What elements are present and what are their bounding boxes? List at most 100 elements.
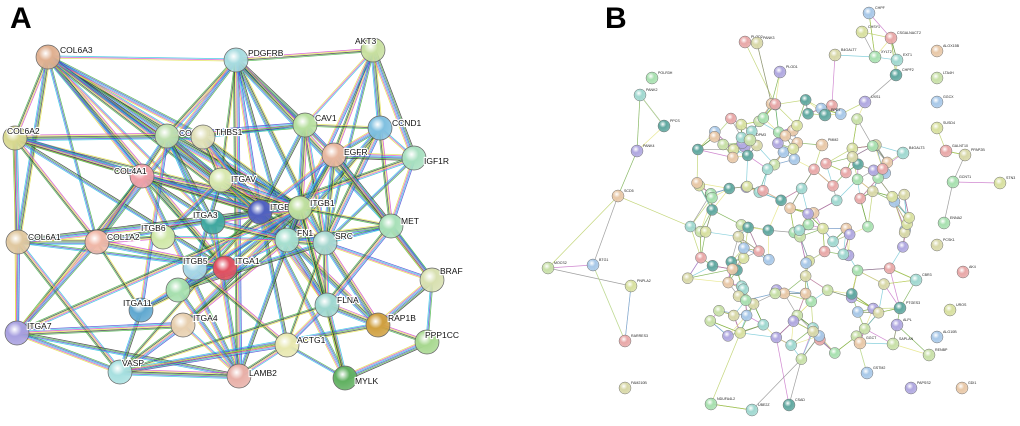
node-egfr[interactable]: EGFR [321,142,369,168]
node[interactable] [684,220,697,233]
node[interactable] [866,140,879,152]
node[interactable] [795,182,808,195]
node[interactable] [788,153,801,166]
node-ccnd1[interactable]: CCND1 [367,115,423,141]
node-dpm3[interactable]: DPM3 [743,133,766,147]
node[interactable] [817,222,829,235]
node-renbp[interactable]: RENBP [922,348,948,362]
node-itga11[interactable]: ITGA11 [122,297,154,323]
node-pank4[interactable]: PANK4 [630,144,655,158]
node-pank2[interactable]: PANK2 [633,88,658,102]
node[interactable] [898,188,910,201]
node[interactable] [725,112,737,125]
node-itga4[interactable]: ITGA4 [170,312,219,338]
node[interactable] [753,245,765,257]
node-col1a2[interactable]: COL1A2 [84,229,141,255]
node[interactable] [851,113,863,125]
node-pmm2[interactable]: PMM2 [815,138,838,152]
node-ppgt[interactable]: PPGT [818,108,842,122]
node[interactable] [830,194,843,207]
node[interactable] [741,180,753,193]
node-col4a1[interactable]: COL4A1 [113,163,155,189]
node-plod1[interactable]: PLOD1 [773,65,798,79]
node-lta4h[interactable]: LTA4H [930,71,954,85]
node-uxs1[interactable]: UXS1 [858,95,880,109]
node[interactable] [726,263,739,275]
node[interactable] [821,284,834,297]
node[interactable] [757,318,770,331]
node-csad[interactable]: CSAD [782,398,805,412]
node-actg1[interactable]: ACTG1 [274,332,327,358]
node[interactable] [704,315,717,327]
node[interactable] [735,118,748,131]
node[interactable] [827,235,839,248]
node[interactable] [851,264,864,277]
node-itgb1[interactable]: ITGB1 [287,195,336,221]
node[interactable] [785,339,797,351]
node[interactable] [737,252,750,264]
node-papss2[interactable]: PAPSS2 [904,381,931,395]
node-itga3[interactable]: ITGA3 [192,209,226,235]
node[interactable] [740,294,752,307]
node-pdgfrb[interactable]: PDGFRB [223,47,285,73]
node[interactable] [779,129,792,142]
node-scd5[interactable]: SCD5 [611,189,634,203]
node-flna[interactable]: FLNA [314,292,360,318]
node[interactable] [727,309,740,322]
node-fam210b[interactable]: FAM210B [618,381,647,395]
node[interactable] [769,98,781,110]
node-vasp[interactable]: VASP [107,357,145,385]
node[interactable] [834,108,847,120]
node-pank3[interactable]: PANK3 [750,36,775,50]
node[interactable] [826,99,838,112]
node-ppap2b[interactable]: PPAP2B [958,148,985,162]
node[interactable] [769,287,781,300]
node-chsy1[interactable]: CHSY1 [855,25,880,39]
node-susd4[interactable]: SUSD4 [930,121,955,135]
node-lamb2[interactable]: LAMB2 [226,363,278,389]
node[interactable] [840,166,852,179]
node[interactable] [903,211,915,224]
node[interactable] [802,218,815,231]
node-stn3[interactable]: STN3 [993,176,1015,190]
node-ube2z[interactable]: UBE2Z [745,403,770,417]
node-itga5[interactable] [165,277,191,303]
node[interactable] [787,143,799,155]
node-ppp1cc[interactable]: PPP1CC [414,329,460,355]
node-braf[interactable]: BRAF [419,265,464,293]
node-ptges3[interactable]: PTGES3 [893,301,920,315]
node-thbs1[interactable]: THBS1 [190,124,244,150]
node[interactable] [741,149,754,162]
node-csgalnact2[interactable]: CSGALNACT2 [884,31,921,45]
node[interactable] [695,251,707,264]
node[interactable] [717,138,729,151]
node-mylk[interactable]: MYLK [332,365,380,391]
node-xylt2[interactable]: XYLT2 [868,50,892,64]
node[interactable] [800,257,812,269]
node-alg10b[interactable]: ALG10B [930,330,957,344]
node[interactable] [692,143,704,156]
node[interactable] [858,322,871,335]
node[interactable] [723,182,736,195]
node[interactable] [795,353,808,365]
node[interactable] [742,221,754,234]
node-src[interactable]: SRC [312,230,354,256]
node[interactable] [876,163,889,175]
node-rap1b[interactable]: RAP1B [365,312,417,338]
node[interactable] [713,304,725,317]
node[interactable] [843,228,856,241]
node[interactable] [820,157,832,170]
node[interactable] [722,330,734,342]
node[interactable] [897,241,909,253]
node-itga1[interactable]: ITGA1 [212,255,261,281]
node-alox15b[interactable]: ALOX15B [930,44,960,58]
node[interactable] [807,325,819,338]
node-col6a3[interactable]: COL6A3 [35,44,94,70]
node[interactable] [740,309,753,322]
node[interactable] [706,191,718,204]
node[interactable] [734,327,747,339]
node[interactable] [883,262,896,274]
node-cav1[interactable]: CAV1 [292,112,338,138]
node[interactable] [799,94,812,106]
node-col6a2[interactable]: COL6A2 [2,125,41,151]
